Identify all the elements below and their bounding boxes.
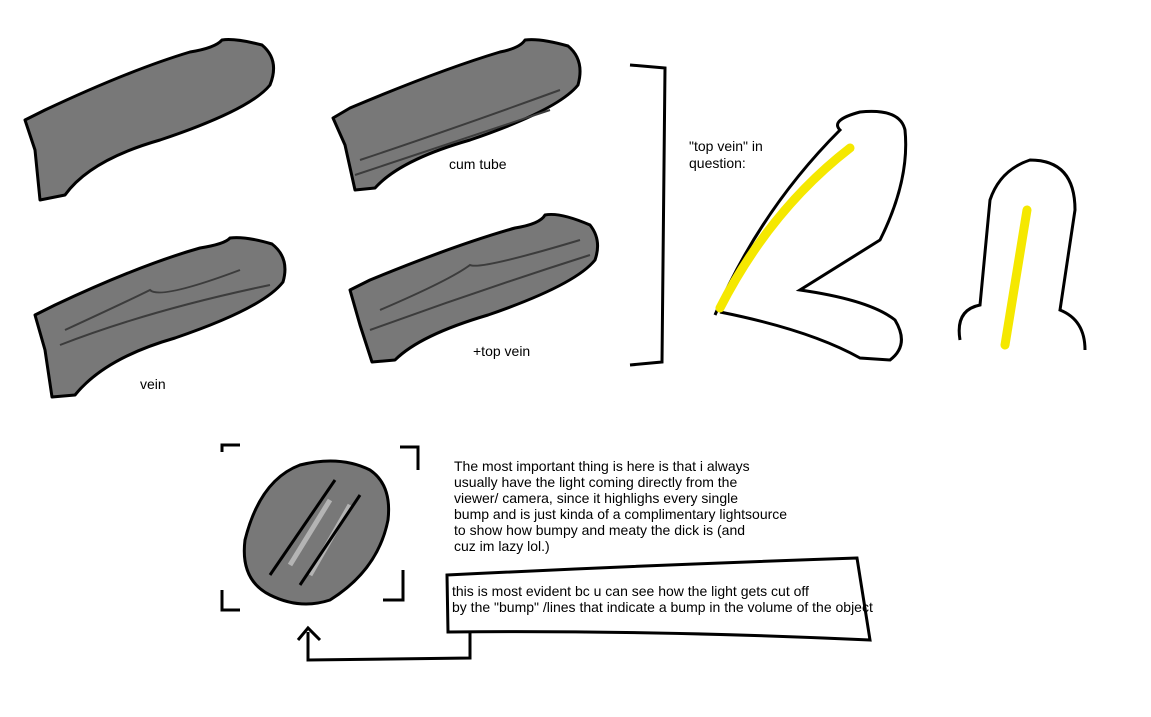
label-cum-tube: cum tube xyxy=(449,156,507,172)
sketch-shape-4 xyxy=(348,213,600,364)
explanation-line: usually have the light coming directly f… xyxy=(454,474,738,490)
explanation-line: to show how bumpy and meaty the dick is … xyxy=(454,522,746,538)
outline-side xyxy=(713,109,908,362)
lighting-sketch xyxy=(242,459,391,606)
note-line: this is most evident bc u can see how th… xyxy=(452,583,809,599)
explanation-line: cuz im lazy lol.) xyxy=(454,538,550,554)
label-top-vein: +top vein xyxy=(473,343,531,359)
note-line: by the "bump" /lines that indicate a bum… xyxy=(452,599,873,615)
bracket xyxy=(629,63,667,367)
label-vein: vein xyxy=(140,376,166,392)
explanation-line: viewer/ camera, since it highlighs every… xyxy=(454,490,739,506)
explanation-text: The most important thing is here is that… xyxy=(454,458,854,554)
sketch-shape-3 xyxy=(33,236,287,399)
note-text: this is most evident bc u can see how th… xyxy=(452,583,932,615)
explanation-line: bump and is just kinda of a complimentar… xyxy=(454,506,788,522)
outline-front xyxy=(957,158,1087,351)
note-box xyxy=(445,556,872,642)
arrow xyxy=(296,625,472,662)
explanation-line: The most important thing is here is that… xyxy=(454,458,750,474)
sketch-shape-2 xyxy=(331,38,582,192)
label-question-2: question: xyxy=(689,155,746,171)
label-question-1: "top vein" in xyxy=(689,138,763,154)
sketch-shape-1 xyxy=(23,38,276,202)
